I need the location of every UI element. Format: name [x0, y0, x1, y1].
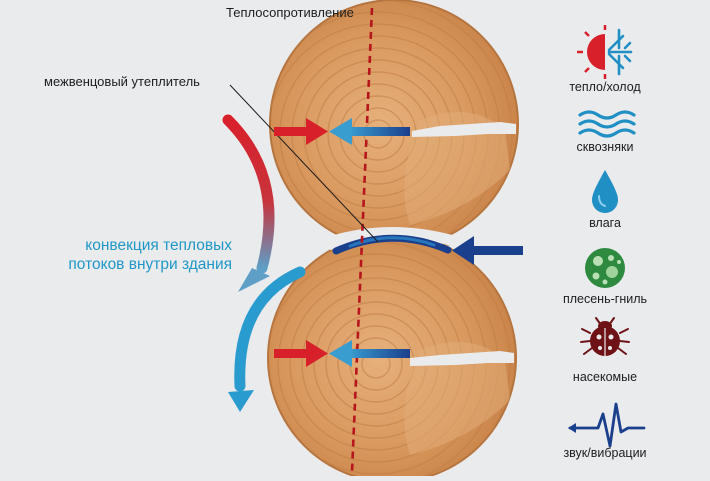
legend-heat-cold-label: тепло/холод — [569, 80, 641, 94]
wind-waves-icon — [578, 110, 636, 138]
sun-snowflake-icon — [577, 25, 633, 79]
bug-icon — [580, 317, 630, 356]
upper-cold-arrow — [329, 118, 410, 145]
upper-log — [269, 0, 519, 249]
convection-label-line1: конвекция тепловых — [85, 237, 232, 254]
insulation-pointer — [229, 84, 379, 243]
convection-cold-arrow — [228, 266, 306, 412]
legend-insects-label: насекомые — [572, 370, 638, 384]
convection-label: конвекция тепловых потоков внутри здания — [0, 236, 232, 274]
water-drop-icon — [592, 170, 618, 213]
legend-mold-label: плесень-гниль — [562, 292, 648, 306]
convection-warm-arrow — [222, 114, 275, 292]
lower-cold-arrow — [329, 340, 410, 367]
legend-moisture-label: влага — [589, 216, 621, 230]
outside-cold-arrow — [452, 236, 523, 265]
thermal-resistance-title: Теплосопротивление — [226, 5, 354, 20]
sound-wave-icon — [568, 402, 646, 448]
convection-label-line2: потоков внутри здания — [68, 256, 232, 273]
thermal-resistance-line — [350, 7, 374, 473]
insulation-label: межвенцовый утеплитель — [44, 74, 200, 89]
legend-draft-label: сквозняки — [576, 140, 634, 154]
upper-warm-arrow — [274, 118, 328, 145]
legend-sound-label: звук/вибрации — [563, 446, 647, 460]
lower-warm-arrow — [274, 340, 328, 367]
mold-icon — [585, 248, 625, 288]
